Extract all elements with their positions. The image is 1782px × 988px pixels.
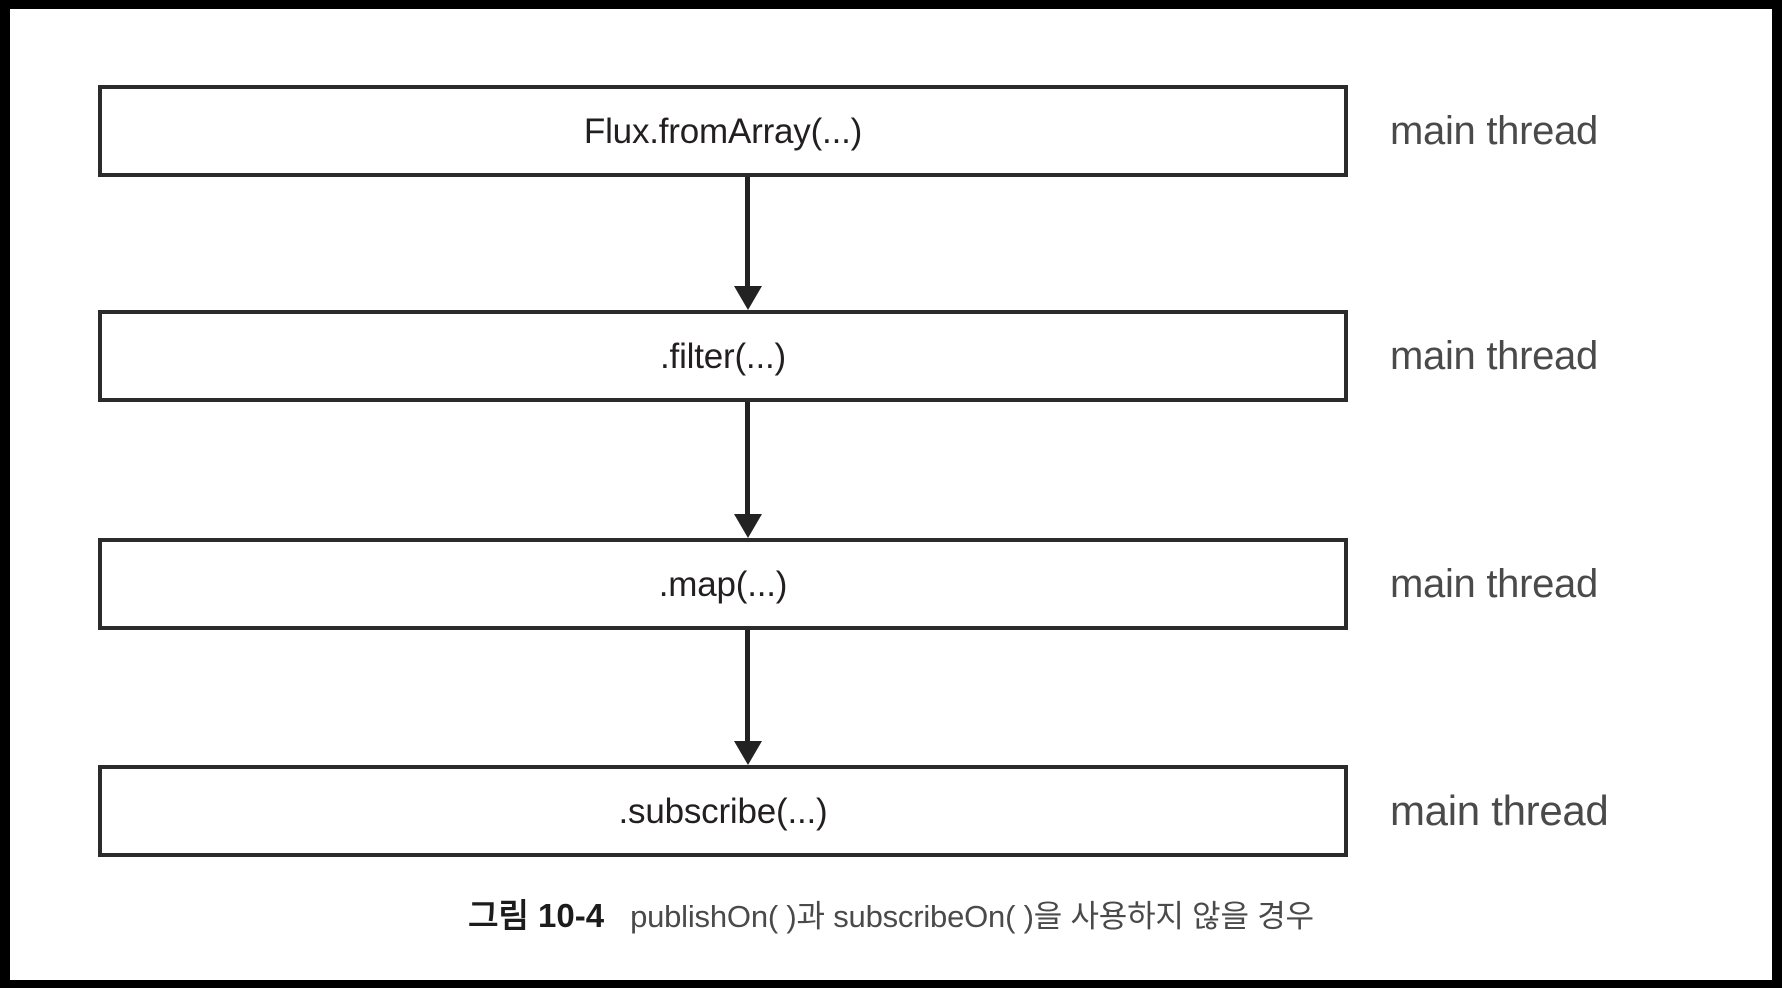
- arrow-shaft: [745, 177, 750, 286]
- pipeline-stage-row: .subscribe(...) main thread: [10, 765, 1772, 857]
- arrow-head: [734, 741, 762, 765]
- arrow-head: [734, 514, 762, 538]
- arrow-down-icon: [728, 402, 768, 538]
- arrow-down-icon: [728, 630, 768, 765]
- pipeline-stage-row: .filter(...) main thread: [10, 310, 1772, 402]
- figure-canvas: Flux.fromArray(...) main thread .filter(…: [10, 9, 1772, 980]
- stage-box-subscribe[interactable]: .subscribe(...): [98, 765, 1348, 857]
- figure-caption: 그림 10-4 publishOn( )과 subscribeOn( )을 사용하…: [10, 889, 1772, 937]
- arrow-down-icon: [728, 177, 768, 310]
- thread-label-map: main thread: [1390, 562, 1598, 606]
- thread-label-from-array: main thread: [1390, 109, 1598, 153]
- pipeline-stage-row: .map(...) main thread: [10, 538, 1772, 630]
- arrow-shaft: [745, 630, 750, 741]
- stage-box-filter[interactable]: .filter(...): [98, 310, 1348, 402]
- thread-label-subscribe: main thread: [1390, 787, 1609, 834]
- stage-box-from-array[interactable]: Flux.fromArray(...): [98, 85, 1348, 177]
- stage-box-map[interactable]: .map(...): [98, 538, 1348, 630]
- stage-operation-label: .filter(...): [660, 336, 786, 376]
- stage-operation-label: Flux.fromArray(...): [583, 111, 863, 151]
- stage-operation-label: .map(...): [658, 564, 788, 604]
- figure-caption-number: 그림 10-4: [468, 897, 605, 934]
- thread-label-filter: main thread: [1390, 334, 1598, 378]
- pipeline-stage-row: Flux.fromArray(...) main thread: [10, 85, 1772, 177]
- arrow-shaft: [745, 402, 750, 514]
- arrow-head: [734, 286, 762, 310]
- figure-caption-text: publishOn( )과 subscribeOn( )을 사용하지 않을 경우: [630, 899, 1314, 934]
- stage-operation-label: .subscribe(...): [618, 791, 828, 831]
